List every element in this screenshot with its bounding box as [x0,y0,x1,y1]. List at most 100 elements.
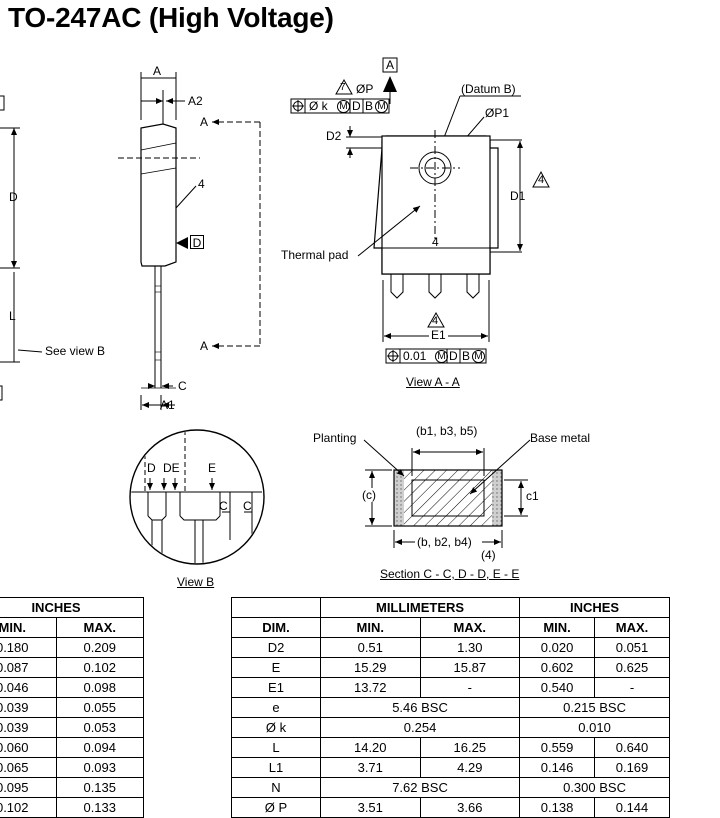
view-a-a [290,57,550,364]
cell-in-bsc: 0.215 BSC [519,697,670,718]
viewb-label-c1: C [219,499,228,513]
section-view [363,439,531,548]
cell-mm-min: 15.29 [320,657,421,678]
cell-in-max: 0.169 [594,757,670,778]
cell-mm-min: 14.20 [320,737,421,758]
cell-in-max: - [594,677,670,698]
cell-inch-max: 0.094 [55,737,144,758]
cell-in-min: 0.602 [519,657,596,678]
fcf-top-k: Ø k [309,99,328,113]
cell-in-max: 0.051 [594,637,670,658]
cell-inch-max: 0.209 [55,637,144,658]
label-d1: D1 [510,189,526,203]
cell-dim: E [231,657,321,678]
side-label-a: A [153,64,162,78]
label-phi-p: ØP [356,82,374,96]
cell-inch-max: 0.133 [55,797,144,818]
cell-in-max: 0.625 [594,657,670,678]
label-see-view-b: See view B [45,344,106,358]
cell-in-bsc: 0.300 BSC [519,777,670,798]
cell-dim: N [231,777,321,798]
cell-inch-min: 0.039 [0,697,57,718]
viewb-label-de: DE [163,461,180,475]
label-c-paren: (c) [362,488,376,502]
fcf-top-b: B [365,99,374,113]
label-d2: D2 [326,129,342,143]
cell-in-min: 0.559 [519,737,596,758]
label-phi-p1: ØP1 [485,106,510,120]
side-label-section-a-bottom: A [200,339,209,353]
cell-inch-max: 0.055 [55,697,144,718]
cell-inch-max: 0.102 [55,657,144,678]
cell-inch-max: 0.098 [55,677,144,698]
label-planting: Planting [313,431,357,445]
right-col-mm-max: MAX. [419,617,521,638]
label-base-metal: Base metal [530,431,591,445]
cell-mm-bsc: 7.62 BSC [319,777,521,798]
cell-mm-max: 15.87 [419,657,521,678]
cell-in-bsc: 0.010 [519,717,670,738]
fcf-bottom-m2: M [472,350,485,363]
dimension-table-left: INCHES MIN. MAX. 0.1800.2090.0870.1020.0… [0,597,144,818]
note-4-bottom: 4 [432,315,439,327]
cell-inch-max: 0.053 [55,717,144,738]
cell-in-max: 0.640 [594,737,670,758]
cell-mm-min: 3.71 [320,757,421,778]
cell-mm-min: 3.51 [320,797,421,818]
cell-dim: E1 [231,677,321,698]
side-view [118,72,261,410]
cell-in-min: 0.146 [519,757,596,778]
fcf-bottom-d: D [449,349,458,363]
cell-inch-max: 0.135 [55,777,144,798]
fcf-bottom-m1: M [435,350,448,363]
label-e1: E1 [429,328,448,342]
right-col-in-max: MAX. [594,617,670,638]
note-7: 7 [340,82,346,93]
fcf-top-d: D [352,99,361,113]
side-label-section-a-top: A [200,115,209,129]
left-col-max: MAX. [55,617,144,638]
side-label-a2: A2 [188,94,203,108]
datum-a-tag: A [386,58,395,72]
cell-inch-min: 0.102 [0,797,57,818]
side-label-c: C [178,379,187,393]
label-l: L [9,309,16,323]
label-four: (4) [481,548,496,562]
cell-mm-max: 16.25 [419,737,521,758]
left-col-min: MIN. [0,617,57,638]
cell-in-min: 0.540 [519,677,596,698]
right-col-mm-min: MIN. [320,617,421,638]
label-thermal-pad: Thermal pad [281,248,349,262]
side-label-a1: A1 [160,398,175,412]
label-datum-b: (Datum B) [461,82,516,96]
note-4-right: 4 [538,174,545,186]
cell-in-max: 0.144 [594,797,670,818]
cell-dim: D2 [231,637,321,658]
dimension-table-right: MILLIMETERS INCHES DIM. MIN. MAX. MIN. M… [231,597,670,818]
label-b-top: (b1, b3, b5) [416,424,478,438]
cell-mm-max: - [419,677,521,698]
cell-inch-max: 0.093 [55,757,144,778]
cell-in-min: 0.138 [519,797,596,818]
caption-section: Section C - C, D - D, E - E [380,567,520,581]
fcf-bottom-b: B [462,349,471,363]
cell-inch-min: 0.087 [0,657,57,678]
fcf-top-m1: M [337,100,350,113]
label-b-bottom: (b, b2, b4) [417,535,472,549]
cell-mm-max: 1.30 [419,637,521,658]
cell-inch-min: 0.065 [0,757,57,778]
cell-mm-bsc: 5.46 BSC [319,697,521,718]
cell-dim: L1 [231,757,321,778]
cell-inch-min: 0.180 [0,637,57,658]
cell-mm-min: 0.51 [320,637,421,658]
cell-inch-min: 0.039 [0,717,57,738]
